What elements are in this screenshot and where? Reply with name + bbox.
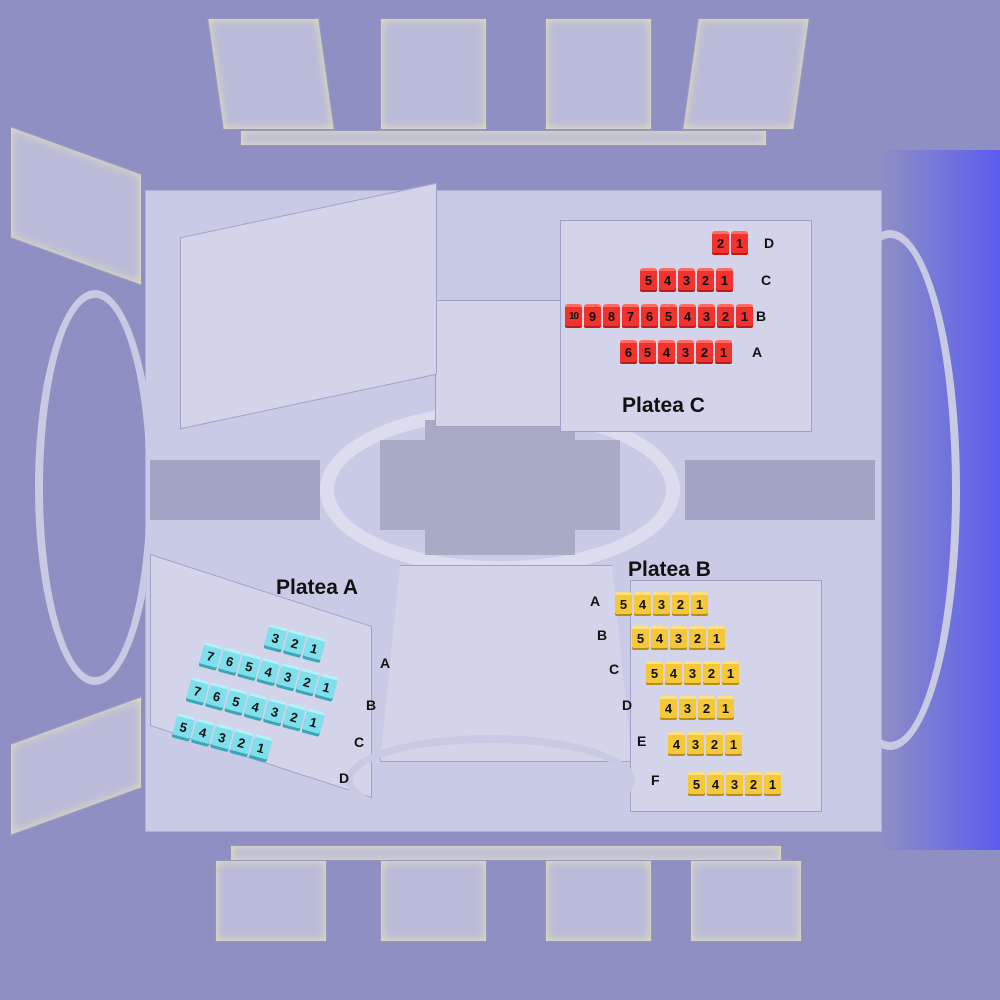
seat[interactable]: 1 (717, 696, 734, 718)
seat[interactable]: 5 (639, 340, 656, 362)
seat[interactable]: 1 (715, 340, 732, 362)
seat[interactable]: 1 (716, 268, 733, 290)
row-label-a: A (752, 344, 763, 360)
seat[interactable]: 5 (688, 772, 705, 794)
row-label-c: C (761, 272, 772, 288)
seat[interactable]: 1 (725, 732, 742, 754)
seat[interactable]: 4 (634, 592, 651, 614)
row-label-b: B (597, 627, 608, 643)
light-truss (380, 18, 487, 130)
seat[interactable]: 3 (726, 772, 743, 794)
seat[interactable]: 4 (659, 268, 676, 290)
seat[interactable]: 1 (731, 231, 748, 253)
seat[interactable]: 3 (679, 696, 696, 718)
seat[interactable]: 5 (660, 304, 677, 326)
seat[interactable]: 5 (632, 626, 649, 648)
seat[interactable]: 5 (615, 592, 632, 614)
row-label-d: D (622, 697, 633, 713)
row-label-d: D (764, 235, 775, 251)
seat[interactable]: 4 (668, 732, 685, 754)
seat[interactable]: 2 (703, 661, 720, 683)
seat[interactable]: 7 (622, 304, 639, 326)
section-title-platea-c: Platea C (622, 394, 705, 417)
row-label-b: B (366, 697, 377, 713)
seat[interactable]: 2 (696, 340, 713, 362)
light-truss (545, 860, 652, 942)
light-truss (240, 130, 767, 146)
seat[interactable]: 4 (660, 696, 677, 718)
row-label-e: E (637, 733, 647, 749)
row-label-a: A (380, 655, 391, 671)
seat[interactable]: 2 (712, 231, 729, 253)
seat[interactable]: 10 (565, 304, 582, 326)
seat[interactable]: 9 (584, 304, 601, 326)
seat[interactable]: 3 (698, 304, 715, 326)
seat[interactable]: 3 (687, 732, 704, 754)
seat[interactable]: 2 (706, 732, 723, 754)
seat[interactable]: 2 (745, 772, 762, 794)
seat[interactable]: 4 (651, 626, 668, 648)
seat[interactable]: 4 (679, 304, 696, 326)
seat[interactable]: 4 (665, 661, 682, 683)
seat[interactable]: 2 (689, 626, 706, 648)
light-truss (380, 860, 487, 942)
walkway-left (150, 460, 320, 520)
light-truss (10, 125, 142, 287)
seat[interactable]: 2 (698, 696, 715, 718)
seat[interactable]: 4 (707, 772, 724, 794)
seat[interactable]: 2 (697, 268, 714, 290)
seat[interactable]: 3 (670, 626, 687, 648)
seat[interactable]: 3 (677, 340, 694, 362)
central-stage-top (425, 420, 575, 555)
light-truss (690, 860, 802, 942)
seat[interactable]: 1 (736, 304, 753, 326)
row-label-c: C (609, 661, 620, 677)
seat[interactable]: 5 (640, 268, 657, 290)
section-title-platea-a: Platea A (276, 576, 359, 599)
light-truss (207, 18, 335, 130)
seat[interactable]: 2 (717, 304, 734, 326)
light-truss (682, 18, 810, 130)
seat[interactable]: 3 (684, 661, 701, 683)
seat[interactable]: 1 (764, 772, 781, 794)
row-label-a: A (590, 593, 601, 609)
walkway-right (685, 460, 875, 520)
left-ring (35, 290, 155, 685)
seat[interactable]: 6 (620, 340, 637, 362)
seat[interactable]: 8 (603, 304, 620, 326)
seat[interactable]: 5 (646, 661, 663, 683)
row-label-b: B (756, 308, 767, 324)
seat[interactable]: 4 (658, 340, 675, 362)
seat[interactable]: 3 (653, 592, 670, 614)
light-truss (215, 860, 327, 942)
row-label-d: D (339, 770, 350, 786)
seat[interactable]: 1 (722, 661, 739, 683)
grandstand-c (560, 220, 812, 432)
seat[interactable]: 6 (641, 304, 658, 326)
row-label-c: C (354, 734, 365, 750)
light-truss (230, 845, 782, 861)
section-title-platea-b: Platea B (628, 558, 711, 581)
front-stage-arc (345, 735, 635, 825)
seat[interactable]: 3 (678, 268, 695, 290)
light-truss (545, 18, 652, 130)
row-label-f: F (651, 772, 660, 788)
seat[interactable]: 2 (672, 592, 689, 614)
seat[interactable]: 1 (691, 592, 708, 614)
light-truss (10, 695, 142, 837)
stage-tower (435, 300, 567, 427)
seat[interactable]: 1 (708, 626, 725, 648)
